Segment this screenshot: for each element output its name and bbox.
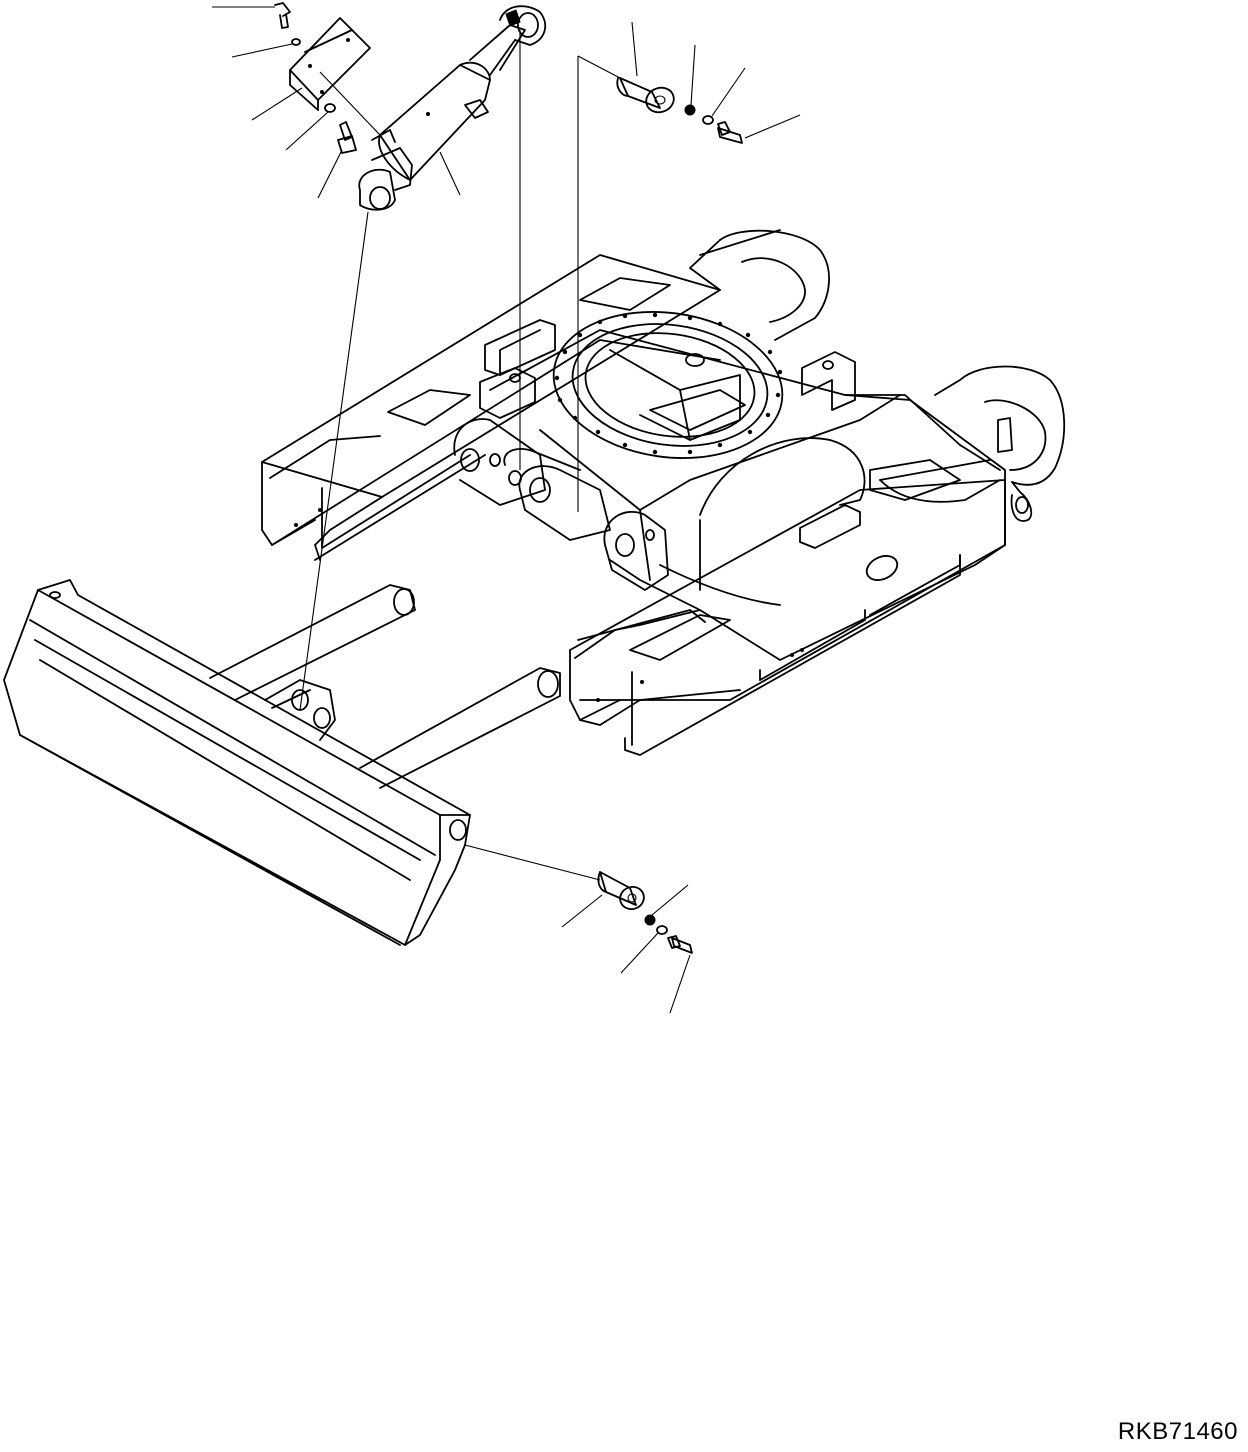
cylinder-fasteners xyxy=(274,2,357,154)
lower-pin-set xyxy=(597,871,693,954)
hydraulic-cylinder xyxy=(358,5,547,211)
dozer-blade xyxy=(3,579,471,946)
cylinder-guard xyxy=(289,17,371,111)
drawing-reference-code: RKB71460 xyxy=(1117,1418,1238,1445)
slew-ring-bolt-holes xyxy=(554,312,783,455)
track-frame xyxy=(261,229,1066,756)
leader-lines xyxy=(212,6,801,1014)
blade-arms xyxy=(209,584,561,789)
upper-pin-set xyxy=(616,77,743,144)
